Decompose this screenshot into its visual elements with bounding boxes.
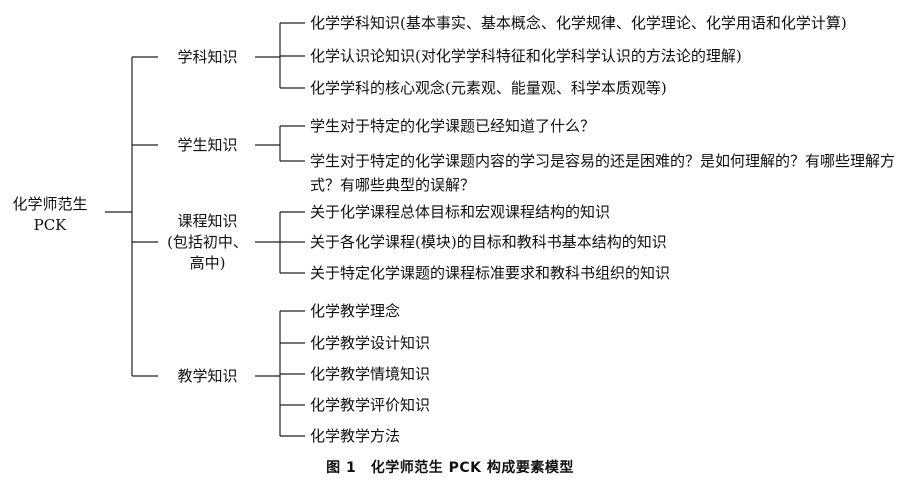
root-label-line2: PCK	[33, 216, 67, 234]
category-curriculum-sublabel-2: 高中)	[189, 254, 226, 272]
teaching-item-3: 化学教学情境知识	[310, 365, 431, 383]
student-item-1: 学生对于特定的化学课题已经知道了什么？	[310, 117, 596, 135]
subject-item-2: 化学认识论知识(对化学学科特征和化学科学认识的方法论的理解)	[310, 47, 742, 65]
teaching-item-4: 化学教学评价知识	[310, 396, 431, 414]
category-student-knowledge: 学生知识	[177, 136, 238, 154]
category-curriculum-knowledge: 课程知识 (包括初中、 高中)	[160, 211, 255, 274]
figure-caption: 图 1 化学师范生 PCK 构成要素模型	[326, 460, 574, 476]
category-curriculum-label: 课程知识	[177, 212, 238, 230]
category-teaching-knowledge: 教学知识	[177, 367, 238, 385]
curriculum-item-2: 关于各化学课程(模块)的目标和教科书基本结构的知识	[310, 233, 667, 251]
teaching-item-5: 化学教学方法	[310, 427, 401, 445]
curriculum-item-1: 关于化学课程总体目标和宏观课程结构的知识	[310, 203, 611, 221]
subject-item-1: 化学学科知识(基本事实、基本概念、化学规律、化学理论、化学用语和化学计算)	[310, 14, 847, 32]
student-item-2: 学生对于特定的化学课题内容的学习是容易的还是困难的？是如何理解的？有哪些理解方式…	[310, 152, 896, 194]
root-node: 化学师范生 PCK	[0, 194, 100, 236]
teaching-item-1: 化学教学理念	[310, 302, 401, 320]
category-subject-knowledge: 学科知识	[177, 48, 238, 66]
subject-item-3: 化学学科的核心观念(元素观、能量观、科学本质观等)	[310, 79, 667, 97]
root-label-line1: 化学师范生	[12, 195, 88, 213]
category-curriculum-sublabel-1: (包括初中、	[167, 233, 248, 251]
curriculum-item-3: 关于特定化学课题的课程标准要求和教科书组织的知识	[310, 264, 671, 282]
teaching-item-2: 化学教学设计知识	[310, 334, 431, 352]
